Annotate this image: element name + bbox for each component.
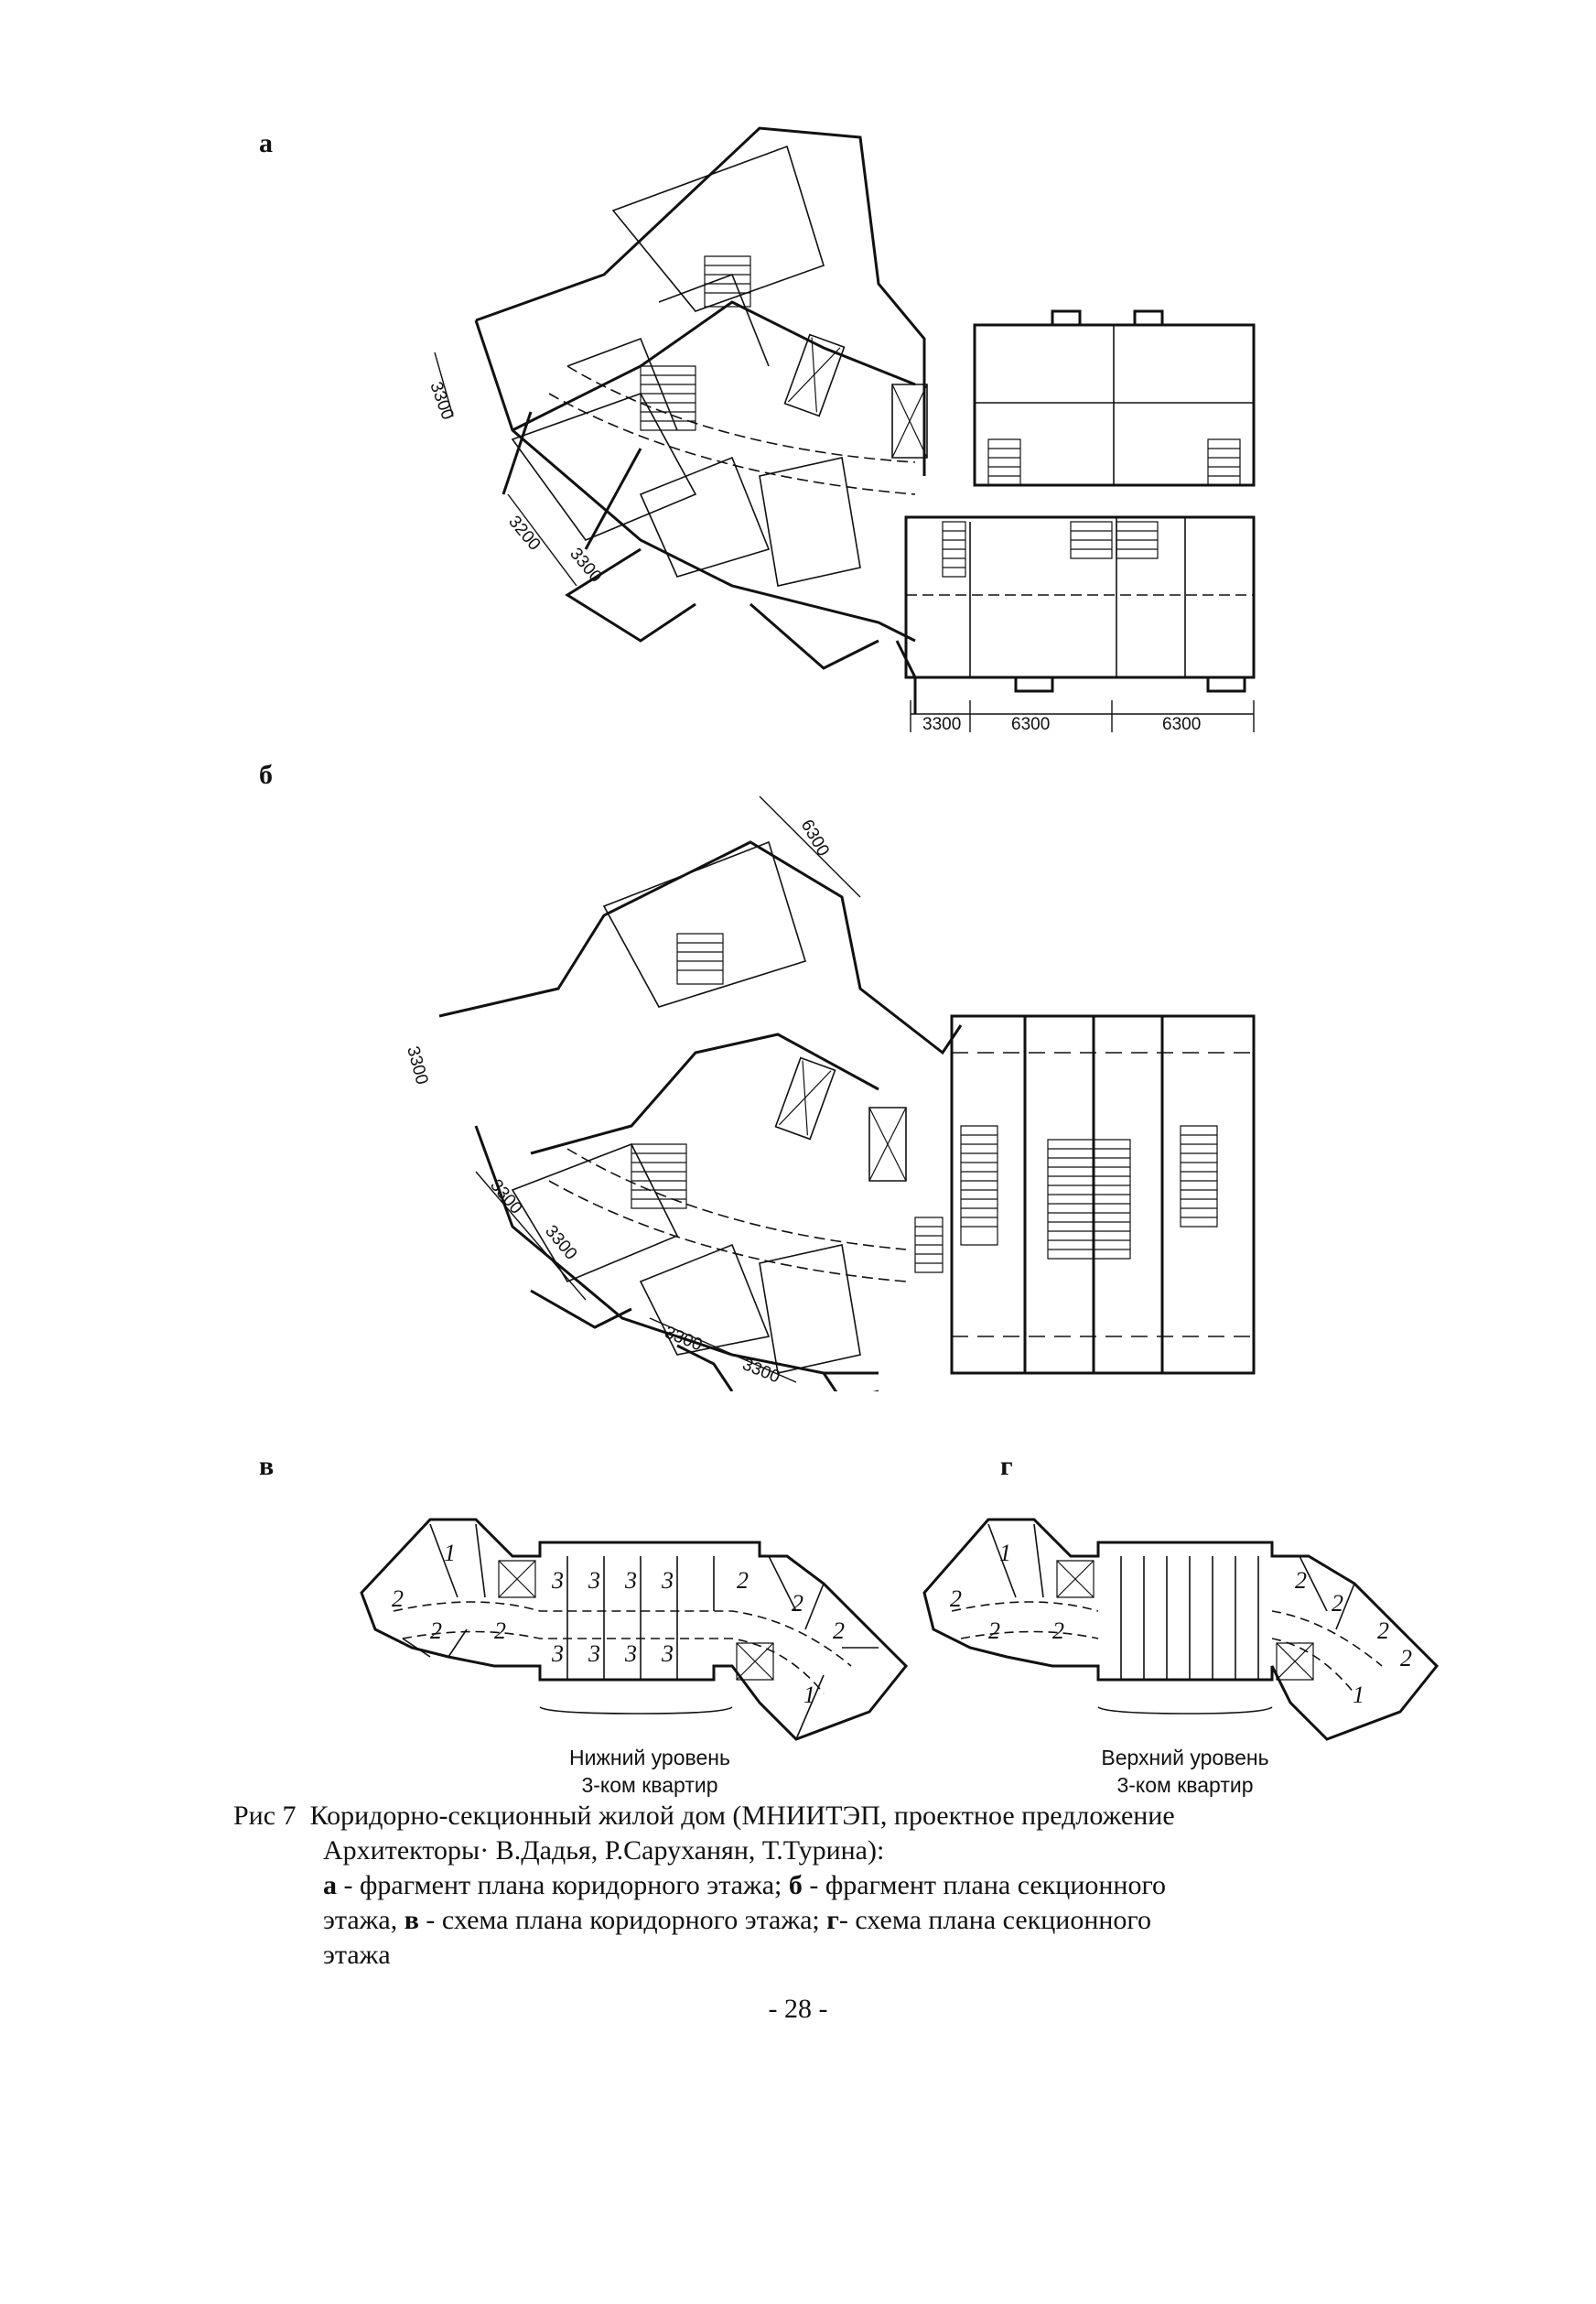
label-upper-level-line1: Верхний уровень <box>1101 1746 1269 1769</box>
dim-a-4: 3300 <box>426 380 457 423</box>
caption-line-5: этажа <box>323 1940 391 1970</box>
dim-a-5: 3200 <box>504 513 544 555</box>
room-number: 3 <box>551 1640 564 1667</box>
room-number: 3 <box>624 1567 637 1594</box>
room-number: 2 <box>1400 1645 1412 1671</box>
room-number: 2 <box>430 1617 442 1644</box>
room-number: 3 <box>588 1640 600 1667</box>
panel-letter-g: г <box>1000 1451 1013 1481</box>
room-number: 1 <box>803 1682 815 1708</box>
room-number: 2 <box>392 1585 404 1612</box>
caption-key-v: в <box>404 1905 419 1935</box>
room-number: 2 <box>494 1617 506 1644</box>
scheme-g-section-floor: 1 2 2 2 2 2 2 2 1 <box>0 1483 1596 1776</box>
label-lower-level-line2: 3-ком квартир <box>581 1773 718 1797</box>
plan-b-section-floor: 3300 6300 6300 6300 3300 3300 3300 3300 … <box>403 641 1596 1391</box>
room-number: 2 <box>1332 1590 1343 1617</box>
panel-letter-b: б <box>259 760 273 790</box>
room-number: 2 <box>833 1617 845 1644</box>
panel-letter-a: а <box>259 128 273 158</box>
room-number: 3 <box>661 1567 674 1594</box>
room-number: 1 <box>1353 1682 1364 1708</box>
dim-a-2: 6300 <box>1011 715 1050 734</box>
caption-text-b: - фрагмент плана секционного <box>802 1870 1167 1900</box>
room-number: 2 <box>988 1617 1000 1644</box>
scheme-v-numbers: 1 2 2 2 3 3 3 3 2 2 2 3 3 3 3 1 <box>392 1540 845 1708</box>
caption-text-a: - фрагмент плана коридорного этажа; <box>337 1870 789 1900</box>
scheme-g-numbers: 1 2 2 2 2 2 2 2 1 <box>950 1540 1412 1708</box>
dim-a-1: 3300 <box>922 715 961 734</box>
page-number: - 28 - <box>768 1994 828 2024</box>
label-upper-level: Верхний уровень 3-ком квартир <box>1011 1744 1359 1799</box>
room-number: 3 <box>588 1567 600 1594</box>
dim-a-3: 6300 <box>1162 715 1201 734</box>
plan-a-corridor-floor: 3300 6300 6300 3300 3200 3300 <box>426 0 1596 734</box>
dim-b-8: 3300 <box>662 1323 705 1355</box>
room-number: 3 <box>661 1640 674 1667</box>
caption-line-4: этажа, в - схема плана коридорного этажа… <box>233 1903 1460 1938</box>
scheme-v-corridor-floor: 1 2 2 2 3 3 3 3 2 2 2 3 3 3 3 1 <box>0 1483 1596 1776</box>
room-number: 2 <box>950 1585 962 1612</box>
caption-title-1: Коридорно-секционный жилой дом (МНИИТЭП,… <box>309 1801 1175 1831</box>
room-number: 1 <box>999 1540 1011 1566</box>
room-number: 2 <box>737 1567 749 1594</box>
caption-text-g: - схема плана секционного <box>838 1905 1151 1935</box>
room-number: 2 <box>1295 1567 1307 1594</box>
caption-text-v: - схема плана коридорного этажа; <box>418 1905 827 1935</box>
caption-line-2: Архитекторы· В.Дадья, Р.Саруханян, Т.Тур… <box>323 1835 885 1866</box>
caption-line-3: а - фрагмент плана коридорного этажа; б … <box>233 1868 1460 1903</box>
figure-caption: Рис 7 Коридорно-секционный жилой дом (МН… <box>233 1799 1460 1973</box>
panel-letter-v: в <box>259 1451 275 1481</box>
room-number: 1 <box>444 1540 456 1566</box>
label-lower-level: Нижний уровень 3-ком квартир <box>476 1744 824 1799</box>
dim-b-5: 3300 <box>403 1044 431 1087</box>
room-number: 2 <box>792 1590 803 1617</box>
label-upper-level-line2: 3-ком квартир <box>1116 1773 1254 1797</box>
caption-prefix: Рис 7 <box>233 1801 297 1831</box>
caption-key-g: г <box>826 1905 839 1935</box>
room-number: 2 <box>1377 1617 1389 1644</box>
caption-line-1: Рис 7 Коридорно-секционный жилой дом (МН… <box>233 1799 1460 1833</box>
dim-b-7: 3300 <box>541 1222 580 1264</box>
room-number: 2 <box>1052 1617 1064 1644</box>
label-lower-level-line1: Нижний уровень <box>569 1746 730 1769</box>
dim-b-4: 6300 <box>797 817 833 860</box>
dim-b-6: 3300 <box>486 1176 525 1218</box>
caption-key-b: б <box>788 1870 803 1900</box>
room-number: 3 <box>624 1640 637 1667</box>
caption-key-a: а <box>323 1870 337 1900</box>
caption-text-line4: этажа, <box>323 1905 404 1935</box>
room-number: 3 <box>551 1567 564 1594</box>
